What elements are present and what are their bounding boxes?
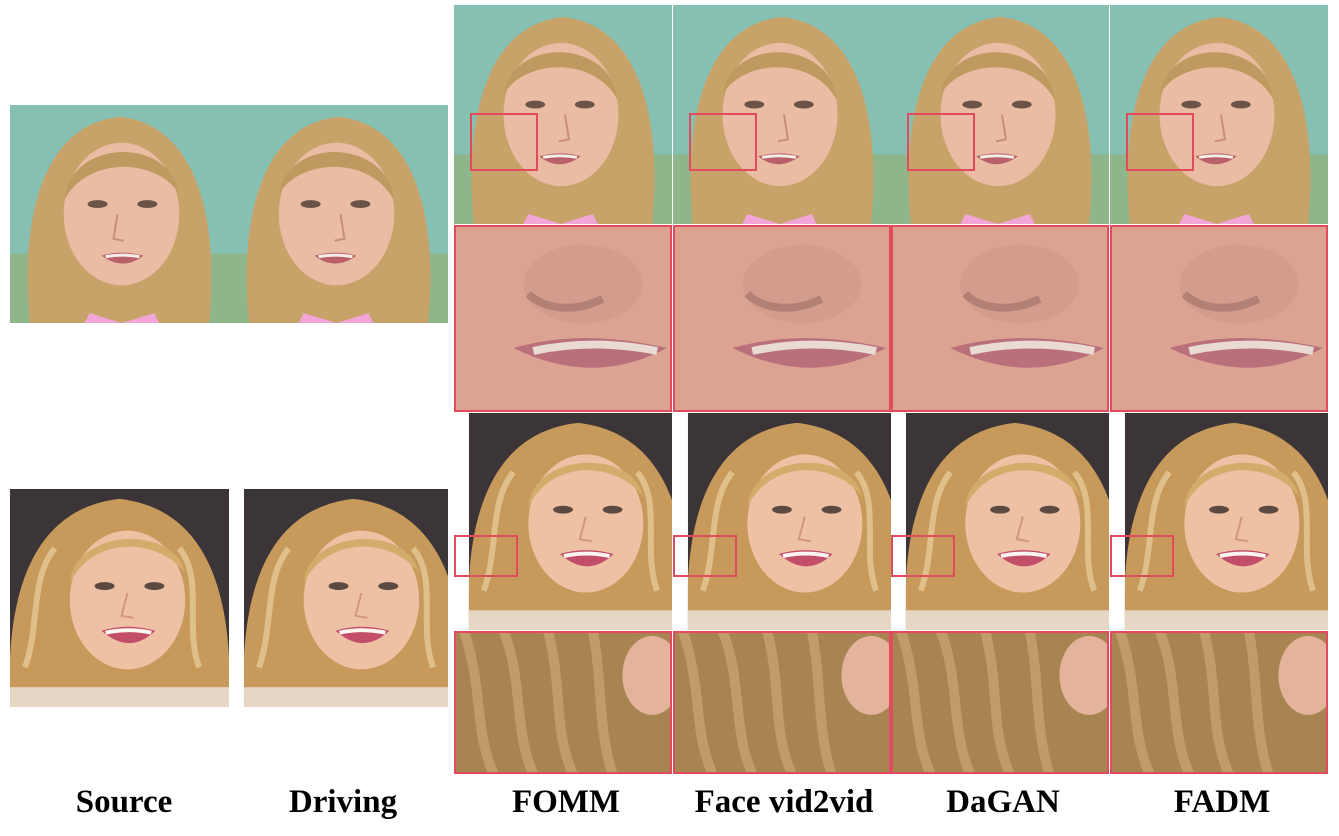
zoom-region-box bbox=[470, 113, 538, 171]
source-image-2 bbox=[10, 489, 229, 707]
zoom-region-box bbox=[689, 113, 757, 171]
fadm-zoom-2 bbox=[1110, 631, 1328, 774]
label-driving: Driving bbox=[288, 784, 398, 820]
dagan-zoom-2 bbox=[891, 631, 1109, 774]
zoom-region-box bbox=[454, 535, 518, 577]
label-face-vid2vid: Face vid2vid bbox=[694, 784, 874, 820]
face-vid2vid-zoom-2 bbox=[673, 631, 891, 774]
label-fomm: FOMM bbox=[511, 784, 621, 820]
fomm-zoom-1 bbox=[454, 225, 672, 412]
zoom-region-box bbox=[891, 535, 955, 577]
dagan-result-1 bbox=[891, 5, 1109, 224]
fomm-result-2 bbox=[454, 413, 672, 630]
fomm-result-1 bbox=[454, 5, 672, 224]
zoom-region-box bbox=[673, 535, 737, 577]
label-source: Source bbox=[75, 784, 173, 820]
fadm-zoom-1 bbox=[1110, 225, 1328, 412]
face-vid2vid-zoom-1 bbox=[673, 225, 891, 412]
source-image-1 bbox=[10, 105, 229, 323]
fadm-result-2 bbox=[1110, 413, 1328, 630]
face-vid2vid-result-2 bbox=[673, 413, 891, 630]
dagan-result-2 bbox=[891, 413, 1109, 630]
zoom-region-box bbox=[1126, 113, 1194, 171]
driving-image-1 bbox=[229, 105, 448, 323]
driving-image-2 bbox=[229, 489, 448, 707]
fadm-result-1 bbox=[1110, 5, 1328, 224]
zoom-region-box bbox=[1110, 535, 1174, 577]
face-vid2vid-result-1 bbox=[673, 5, 891, 224]
label-fadm: FADM bbox=[1173, 784, 1271, 820]
zoom-region-box bbox=[907, 113, 975, 171]
fomm-zoom-2 bbox=[454, 631, 672, 774]
dagan-zoom-1 bbox=[891, 225, 1109, 412]
label-dagan: DaGAN bbox=[946, 784, 1060, 820]
